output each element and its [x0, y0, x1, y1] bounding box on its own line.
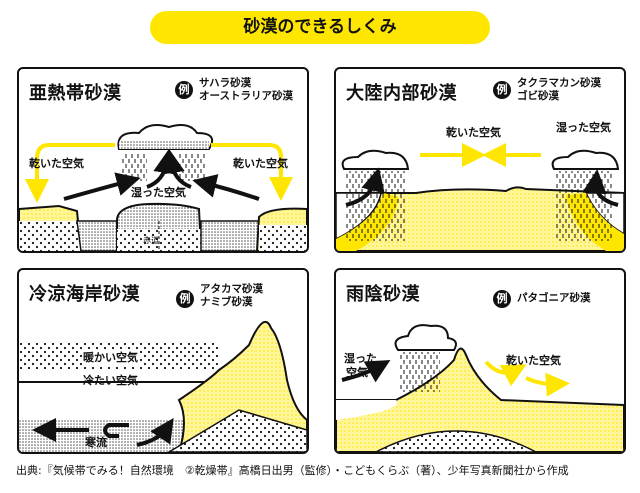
- example-badge: 例: [493, 81, 511, 99]
- dry-air-label: 乾いた空気: [29, 157, 84, 170]
- page-title: 砂漠のできるしくみ: [150, 11, 490, 44]
- panel-title: 大陸内部砂漠: [346, 83, 457, 104]
- cold-current-label: 寒流: [85, 436, 107, 449]
- warm-air-label: 暖かい空気: [83, 349, 138, 365]
- dry-air-label: 乾いた空気: [233, 157, 288, 170]
- example-badge: 例: [176, 290, 194, 308]
- moist-air-label: 湿った空気: [131, 186, 186, 199]
- examples: タクラマカン砂漠ゴビ砂漠: [517, 77, 601, 102]
- panel-coastal-desert: 冷涼海岸砂漠 例 アタカマ砂漠ナミブ砂漠 暖かい空気 冷たい空気 寒流: [17, 268, 309, 454]
- equator-label: 赤道: [143, 236, 159, 245]
- moist-air-label: 湿った空気: [556, 121, 611, 134]
- example-badge: 例: [493, 290, 511, 308]
- continental-illustration: [336, 143, 624, 251]
- panel-rainshadow-desert: 雨陰砂漠 例 パタゴニア砂漠 湿った 空気 乾いた空気: [334, 268, 626, 454]
- cold-air-label: 冷たい空気: [83, 374, 138, 387]
- panel-title: 亜熱帯砂漠: [29, 83, 122, 104]
- moist-air-label: 空気: [346, 366, 368, 379]
- panel-title: 雨陰砂漠: [346, 284, 420, 305]
- examples: アタカマ砂漠ナミブ砂漠: [200, 283, 263, 308]
- moist-air-label: 湿った: [344, 352, 377, 365]
- dry-air-label: 乾いた空気: [446, 126, 501, 139]
- source-citation: 出典:『気候帯でみる！自然環境 ②乾燥帯』高橋日出男（監修）・こどもくらぶ（著）…: [16, 464, 569, 477]
- panel-subtropical-desert: 亜熱帯砂漠 例 サハラ砂漠オーストラリア砂漠 乾いた空気 乾いた空気 湿った空気…: [17, 67, 309, 253]
- examples: サハラ砂漠オーストラリア砂漠: [199, 77, 293, 102]
- panel-continental-desert: 大陸内部砂漠 例 タクラマカン砂漠ゴビ砂漠 乾いた空気 湿った空気: [334, 67, 626, 253]
- subtropical-illustration: [19, 124, 307, 251]
- coastal-illustration: [19, 320, 307, 452]
- example-badge: 例: [175, 81, 193, 99]
- examples: パタゴニア砂漠: [517, 292, 591, 304]
- rainshadow-illustration: [336, 324, 624, 452]
- dry-air-label: 乾いた空気: [506, 354, 561, 367]
- panel-title: 冷涼海岸砂漠: [29, 284, 140, 305]
